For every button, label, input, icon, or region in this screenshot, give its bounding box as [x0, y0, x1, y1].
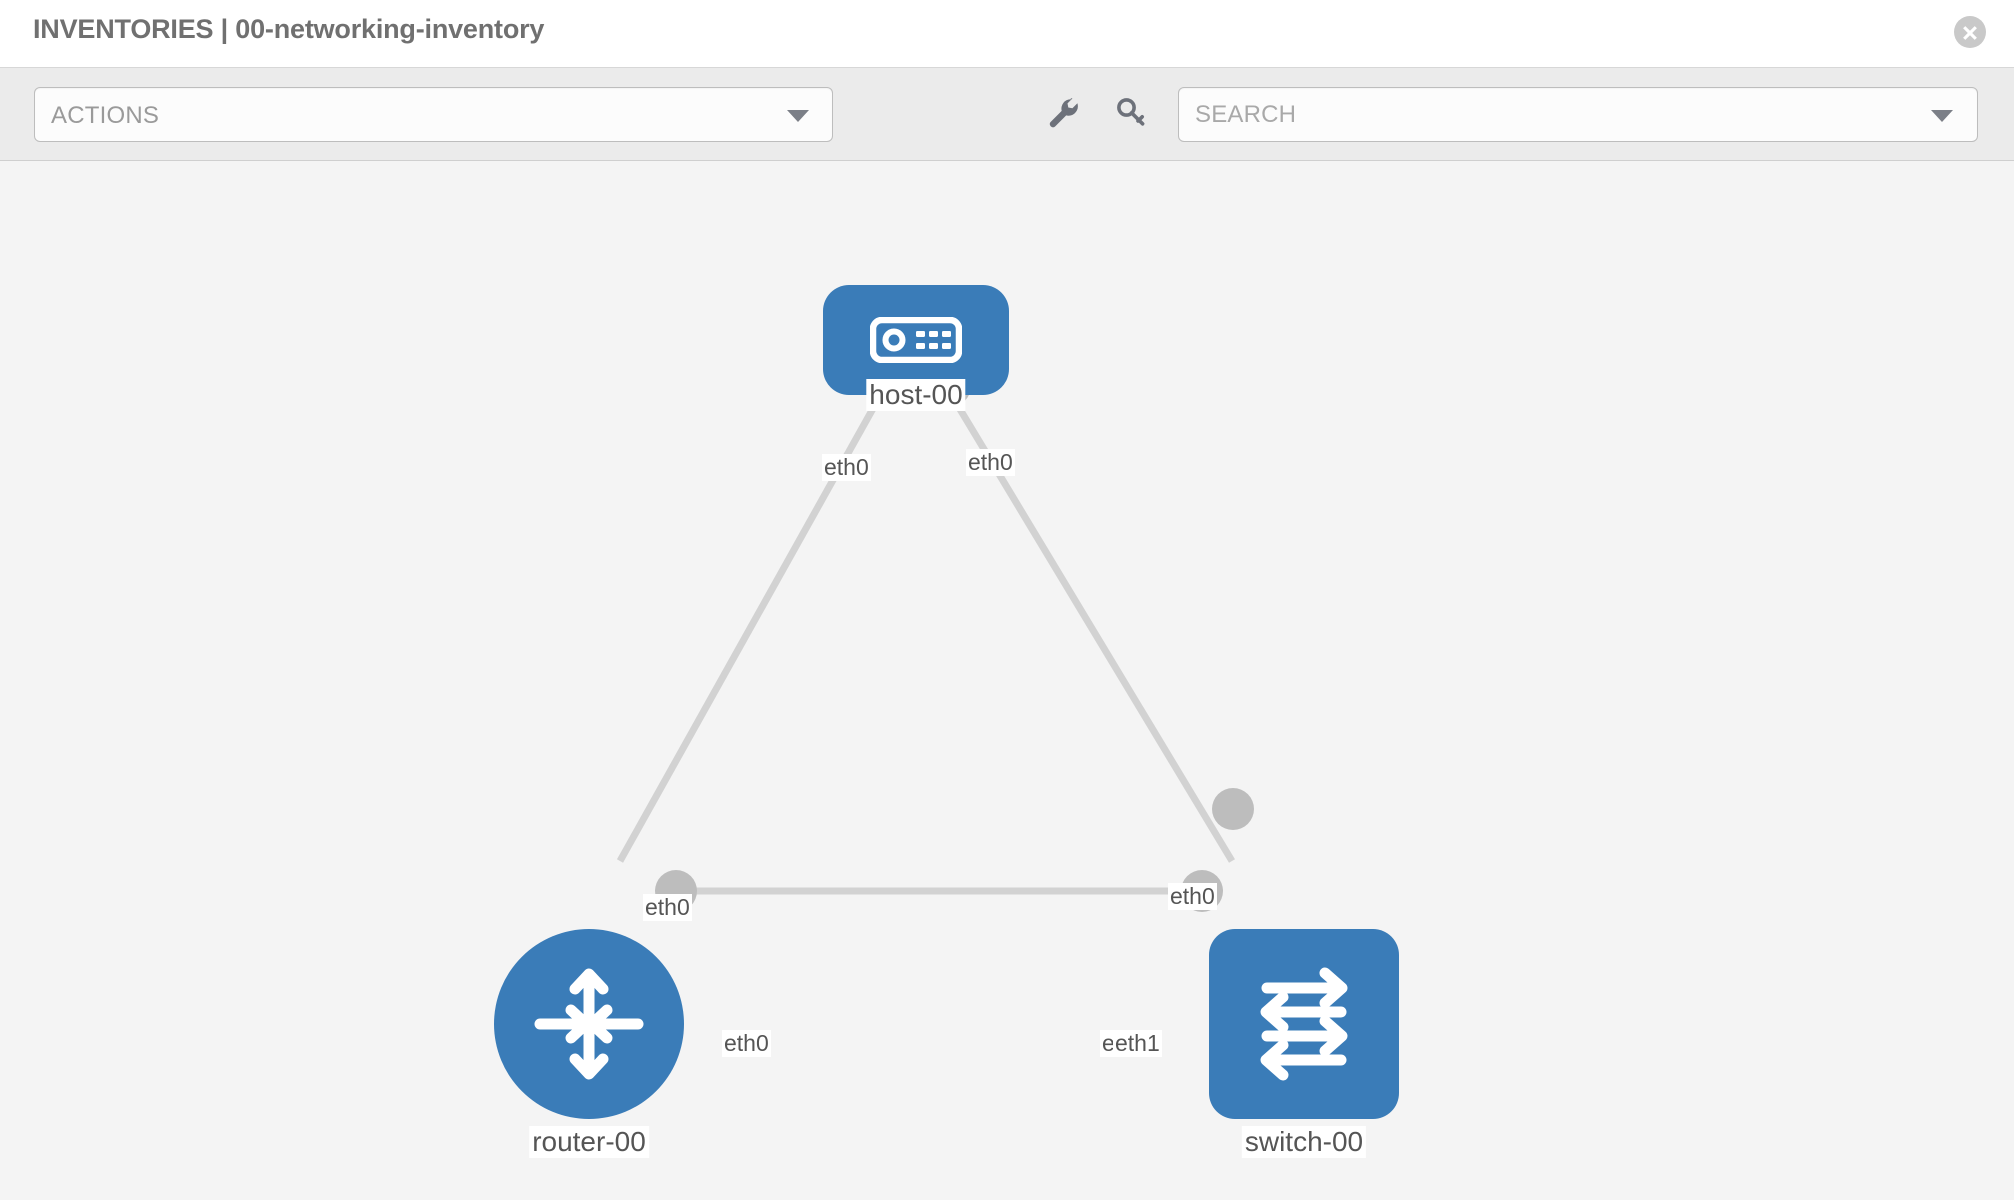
endpoint-switch-up — [1212, 788, 1254, 830]
actions-dropdown[interactable]: ACTIONS — [34, 87, 833, 142]
search-field[interactable] — [1178, 87, 1978, 142]
node-router-00[interactable]: router-00 — [494, 929, 684, 1158]
close-icon[interactable] — [1954, 16, 1986, 48]
iface-label-switch-left-b[interactable]: eth1 — [1113, 1030, 1162, 1057]
iface-label-router-up[interactable]: eth0 — [643, 894, 692, 921]
switch-arrows-icon — [1209, 929, 1399, 1119]
toolbar: ACTIONS — [0, 68, 2014, 161]
iface-label-switch-up[interactable]: eth0 — [1168, 883, 1217, 910]
server-icon — [823, 285, 1009, 395]
search-input[interactable] — [1193, 88, 1893, 141]
wrench-icon[interactable] — [1040, 90, 1086, 136]
node-host-00[interactable]: host-00 — [823, 285, 1009, 411]
node-label: switch-00 — [1241, 1126, 1367, 1158]
iface-label-host-right[interactable]: eth0 — [966, 449, 1015, 476]
key-icon[interactable] — [1108, 90, 1154, 136]
chevron-down-icon — [787, 110, 809, 122]
actions-dropdown-label: ACTIONS — [51, 102, 160, 129]
node-label: host-00 — [866, 379, 966, 411]
chevron-down-icon[interactable] — [1931, 110, 1953, 122]
router-arrows-icon — [494, 929, 684, 1119]
topology-canvas[interactable]: host-00 — [0, 161, 2014, 1200]
node-label: router-00 — [529, 1126, 649, 1158]
iface-label-host-left[interactable]: eth0 — [822, 454, 871, 481]
page-header: INVENTORIES | 00-networking-inventory — [0, 0, 2014, 68]
iface-label-router-right[interactable]: eth0 — [722, 1030, 771, 1057]
node-switch-00[interactable]: switch-00 — [1209, 929, 1399, 1158]
page-title: INVENTORIES | 00-networking-inventory — [33, 14, 545, 44]
